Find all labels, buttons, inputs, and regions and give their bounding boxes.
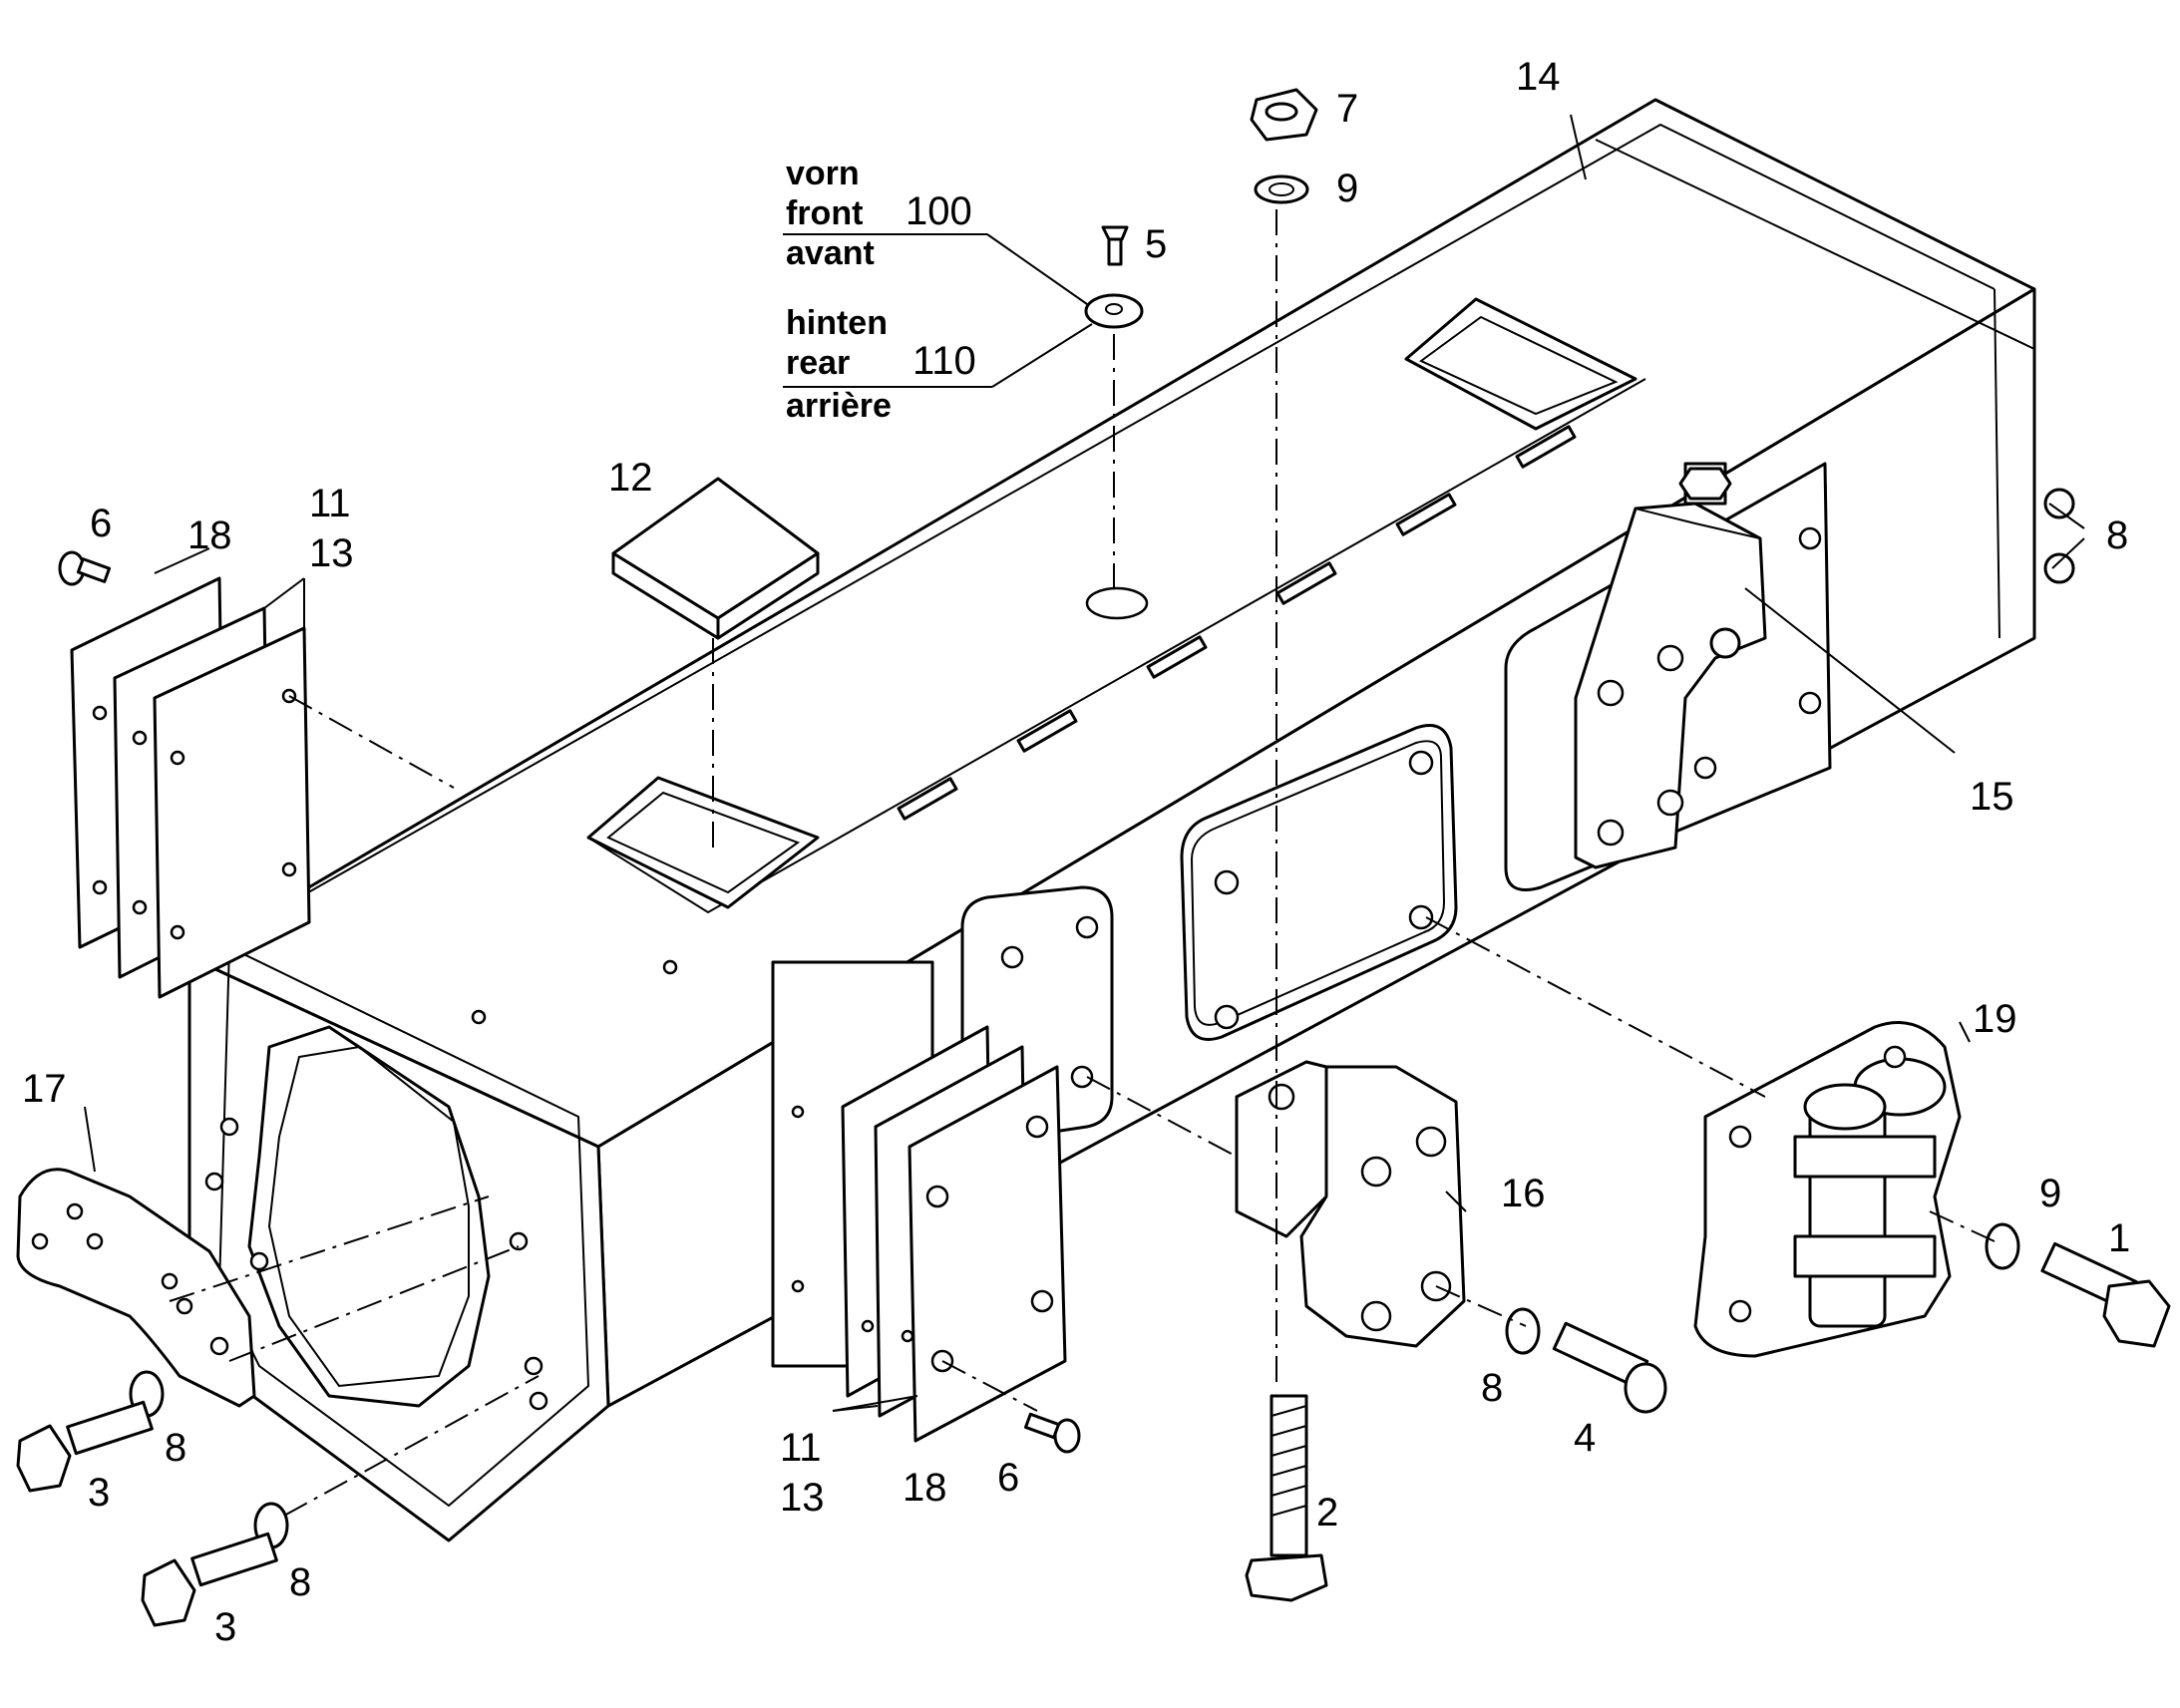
variant-front-fr: avant — [786, 234, 875, 272]
callout-8: 8 — [1481, 1366, 1503, 1410]
variant-rear-fr: arrière — [786, 387, 892, 425]
variant-rear-number: 110 — [912, 339, 976, 383]
callout-14: 14 — [1516, 55, 1561, 99]
hitch-19 — [1693, 1021, 1962, 1358]
block-16 — [1235, 1060, 1466, 1348]
callout-17: 17 — [22, 1067, 67, 1111]
callout-2: 2 — [1316, 1491, 1338, 1535]
callout-11: 11 — [309, 482, 351, 525]
variant-rear-de: hinten — [786, 304, 888, 342]
callout-1: 1 — [2108, 1216, 2130, 1260]
callout-13: 13 — [780, 1476, 825, 1520]
plates-middle — [841, 1025, 1067, 1443]
variant-labels: vorn front 100 avant hinten rear 110 arr… — [786, 155, 976, 425]
callout-6: 6 — [997, 1456, 1019, 1500]
plates-left — [70, 576, 311, 999]
plate-17 — [16, 1168, 256, 1408]
callout-7: 7 — [1336, 87, 1358, 131]
callout-11: 11 — [780, 1426, 822, 1470]
center-lines — [169, 209, 1996, 1517]
fasteners — [16, 88, 2171, 1627]
leader-lines — [84, 114, 2085, 1412]
callout-12: 12 — [608, 456, 653, 500]
callout-19: 19 — [1973, 997, 2017, 1041]
variant-front-number: 100 — [906, 189, 972, 233]
callout-13: 13 — [309, 531, 354, 575]
callout-16: 16 — [1501, 1172, 1546, 1215]
callout-5: 5 — [1145, 222, 1167, 266]
callout-numbers: 1 2 3 3 4 5 6 6 7 8 8 8 8 9 9 11 11 12 1… — [22, 55, 2130, 1649]
callout-8: 8 — [165, 1426, 186, 1470]
callout-9: 9 — [2039, 1172, 2061, 1215]
bracket-15 — [1574, 462, 1767, 869]
callout-8: 8 — [289, 1560, 311, 1604]
callout-9: 9 — [1336, 167, 1358, 210]
callout-18: 18 — [187, 513, 232, 557]
callout-8: 8 — [2106, 513, 2128, 557]
callout-4: 4 — [1574, 1416, 1596, 1460]
callout-15: 15 — [1970, 775, 2014, 819]
variant-front-en: front — [786, 194, 863, 232]
callout-3: 3 — [214, 1605, 236, 1649]
variant-rear-en: rear — [786, 344, 850, 382]
variant-front-de: vorn — [786, 155, 860, 192]
callout-3: 3 — [88, 1471, 110, 1515]
callout-18: 18 — [903, 1466, 947, 1510]
callout-6: 6 — [90, 502, 112, 545]
